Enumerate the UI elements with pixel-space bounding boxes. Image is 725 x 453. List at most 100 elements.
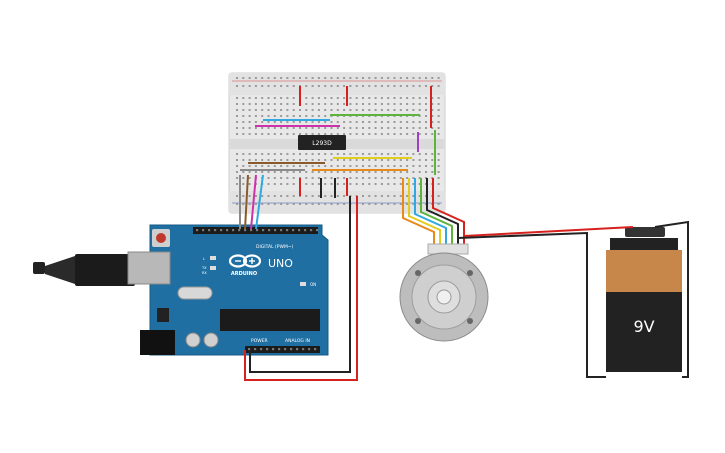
breadboard-hole [368,159,371,161]
header-pin [274,229,277,232]
header-pin [208,229,211,232]
breadboard-hole [355,85,358,87]
breadboard-hole [280,85,283,87]
battery-9v[interactable]: 9V [606,227,682,372]
breadboard-hole [286,115,289,117]
breadboard-hole [418,103,421,105]
breadboard-hole [280,97,283,99]
breadboard-hole [406,121,409,123]
breadboard-hole [431,77,434,79]
breadboard-hole [355,183,358,185]
breadboard-hole [236,153,238,155]
breadboard-hole [305,85,308,87]
breadboard-hole [317,153,320,155]
header-pin [214,229,217,232]
breadboard-hole [387,183,390,185]
breadboard-hole [330,165,333,167]
breadboard-hole [431,153,434,155]
breadboard-hole [236,195,238,197]
breadboard-hole [267,109,270,111]
breadboard-hole [261,127,264,129]
breadboard-hole [387,97,390,99]
breadboard-hole [349,77,352,79]
breadboard-hole [349,97,352,99]
power-jack [140,330,175,355]
breadboard-hole [343,97,346,99]
breadboard-hole [267,159,270,161]
arduino-uno[interactable]: ARDUINO UNO DIGITAL (PWM~) POWER ANALOG … [33,224,329,356]
breadboard-hole [242,85,245,87]
breadboard-hole [261,121,264,123]
breadboard-hole [437,171,440,173]
header-pin [202,229,205,232]
breadboard-hole [311,115,314,117]
breadboard-hole [368,97,371,99]
breadboard-hole [305,183,308,185]
breadboard-hole [336,171,339,173]
breadboard-hole [343,171,346,173]
breadboard-hole [368,77,371,79]
header-pin [286,229,289,232]
breadboard-hole [324,183,327,185]
breadboard-hole [343,127,346,129]
breadboard-hole [305,165,308,167]
brand-label: ARDUINO [231,271,257,277]
l293d-chip[interactable]: L293D [298,135,346,150]
breadboard-hole [261,77,264,79]
breadboard-hole [299,109,301,111]
breadboard-hole [286,85,289,87]
breadboard-hole [261,159,264,161]
breadboard-hole [406,127,409,129]
breadboard-hole [273,109,276,111]
breadboard-hole [362,133,364,135]
breadboard-hole [254,159,257,161]
breadboard-hole [374,127,377,129]
breadboard-hole [311,165,314,167]
breadboard-hole [412,177,415,179]
breadboard-hole [280,177,283,179]
breadboard-hole [368,153,371,155]
breadboard-hole [267,133,270,135]
breadboard-hole [261,85,264,87]
breadboard-hole [317,109,320,111]
breadboard-hole [399,85,402,87]
header-pin [244,229,247,232]
header-pin [304,229,307,232]
reset-button[interactable] [156,233,166,243]
breadboard-hole [387,177,390,179]
breadboard-hole [374,171,377,173]
breadboard-hole [254,85,257,87]
breadboard-hole [437,153,440,155]
breadboard-hole [355,77,358,79]
breadboard-hole [280,127,283,129]
breadboard-hole [280,77,283,79]
breadboard-hole [362,109,364,111]
breadboard-hole [292,165,295,167]
breadboard-hole [305,159,308,161]
breadboard-hole [437,85,440,87]
breadboard-hole [387,171,390,173]
breadboard-hole [236,203,238,205]
breadboard-hole [418,183,421,185]
breadboard-hole [248,159,251,161]
breadboard-hole [362,77,364,79]
header-pin [196,229,199,232]
breadboard-hole [236,97,238,99]
breadboard-hole [387,127,390,129]
breadboard-hole [393,121,396,123]
breadboard-hole [261,97,264,99]
breadboard-hole [412,127,415,129]
breadboard-hole [317,97,320,99]
breadboard-hole [336,153,339,155]
dc-motor-encoder[interactable] [399,243,489,342]
breadboard-hole [362,171,364,173]
breadboard-hole [311,177,314,179]
breadboard-hole [380,171,383,173]
breadboard-hole [343,195,346,197]
breadboard-hole [380,77,383,79]
breadboard-hole [324,165,327,167]
breadboard-hole [374,85,377,87]
digital-header [193,227,318,234]
breadboard-hole [292,97,295,99]
breadboard-hole [406,97,409,99]
